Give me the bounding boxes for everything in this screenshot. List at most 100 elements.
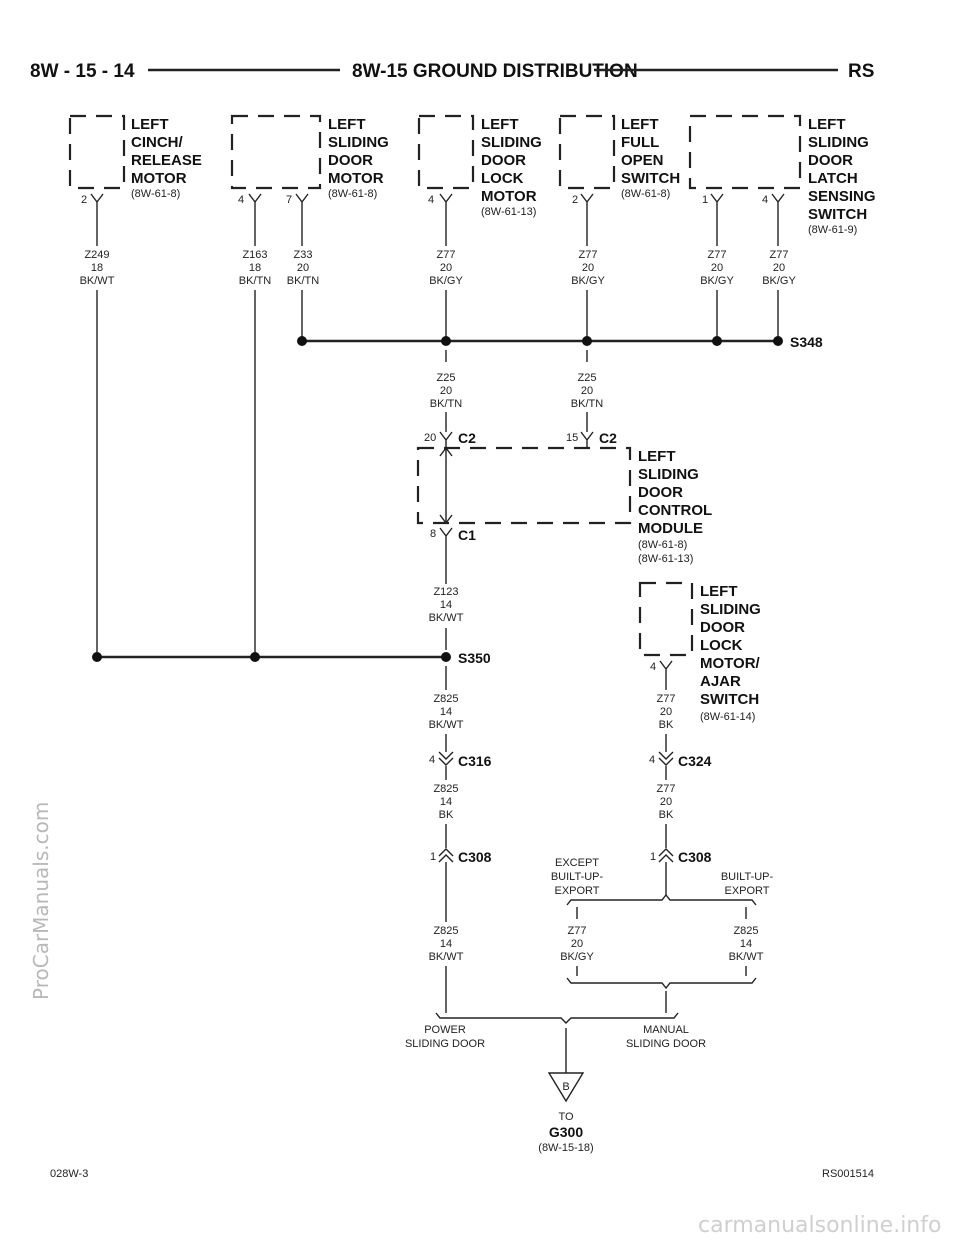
option-label: BUILT-UP- [551,871,604,883]
component-full-open-switch: LEFT FULL OPEN SWITCH (8W-61-8) 2 [558,114,680,212]
pin-number: 4 [762,194,768,206]
pin-number: 20 [424,432,436,444]
component-label-line: AJAR [700,673,741,690]
connector-label: C324 [678,753,712,769]
option-label: SLIDING DOOR [405,1038,485,1050]
connector-label: C308 [678,849,712,865]
pin-number: 1 [650,851,656,863]
wire-color: BK/WT [80,275,115,287]
pin-terminal-symbol [580,193,594,212]
wire-circuit: Z25 [437,372,456,384]
splice-label: S348 [790,334,823,350]
wire-gauge: 14 [440,706,452,718]
wire-circuit: Z163 [242,249,267,261]
component-label-line: RELEASE [131,152,202,169]
pin-terminal-symbol [439,527,453,546]
component-label-line: LEFT [700,583,738,600]
component-label-line: SLIDING [481,134,542,151]
inline-connector-symbol [658,848,674,863]
wire-color: BK/GY [700,275,734,287]
wire-color: BK/TN [287,275,319,287]
wire-circuit: Z825 [733,925,758,937]
pin-terminal-symbol [580,431,594,448]
splice-node [250,652,260,662]
pin-terminal-symbol [90,193,104,212]
pin-number: 4 [238,194,244,206]
option-bracket [566,893,757,906]
component-reference: (8W-61-14) [700,711,755,723]
wire-circuit: Z77 [657,783,676,795]
component-label-line: DOOR [328,152,373,169]
wire-circuit: Z123 [433,586,458,598]
component-reference: (8W-61-8) [638,539,687,551]
pin-number: 8 [430,528,436,540]
component-reference: (8W-61-8) [131,188,180,200]
pin-terminal-symbol [659,660,673,680]
wire-circuit: Z825 [433,783,458,795]
wire-z77-latch-4: Z77 20 BK/GY [762,249,796,287]
ground-triangle-icon [547,1072,585,1103]
ground-letter: B [562,1081,569,1093]
wire-gauge: 20 [582,262,594,274]
component-label-line: SWITCH [621,170,680,187]
wire-color: BK/GY [429,275,463,287]
component-sliding-door-lock-motor: LEFT SLIDING DOOR LOCK MOTOR (8W-61-13) … [417,114,542,218]
header-title: 8W-15 GROUND DISTRIBUTION [352,61,638,82]
connector-c308-right: 1 C308 [650,848,712,896]
wire-color: BK/WT [729,951,764,963]
wire-color: BK/GY [762,275,796,287]
component-label-line: MODULE [638,520,703,537]
ground-to: TO [558,1111,574,1123]
component-label-line: CONTROL [638,502,712,519]
component-label-line: DOOR [638,484,683,501]
wire-gauge: 20 [440,385,452,397]
pin-number: 4 [650,661,656,673]
wire-z825-b: Z825 14 BK [433,766,459,848]
component-label-line: LATCH [808,170,858,187]
pin-number: 1 [702,194,708,206]
wire-circuit: Z77 [437,249,456,261]
wire-gauge: 14 [440,796,452,808]
splice-s350: S350 [92,650,491,666]
option-label: MANUAL [643,1024,689,1036]
wire-gauge: 20 [581,385,593,397]
component-label-line: LEFT [638,448,676,465]
component-label-line: CINCH/ [131,134,183,151]
wire-gauge: 14 [440,938,452,950]
wire-z77-c324: Z77 20 BK [657,766,676,848]
wire-color: BK/WT [429,612,464,624]
wire-z77-lock-motor: Z77 20 BK/GY [429,249,463,287]
pin-terminal-symbol [295,193,309,212]
component-box [638,581,694,657]
component-label-line: MOTOR [481,188,537,205]
option-label: EXCEPT [555,857,599,869]
component-reference: (8W-61-13) [638,553,693,565]
option-label: SLIDING DOOR [626,1038,706,1050]
wire-color: BK/GY [571,275,605,287]
connector-label: C308 [458,849,492,865]
component-label-line: SLIDING [700,601,761,618]
component-label-line: DOOR [700,619,745,636]
wire-gauge: 20 [660,796,672,808]
component-label-line: SWITCH [808,206,867,223]
component-label-line: DOOR [481,152,526,169]
ground-reference: (8W-15-18) [538,1142,593,1154]
component-label-line: LEFT [621,116,659,133]
wire-circuit: Z77 [579,249,598,261]
component-label-line: DOOR [808,152,853,169]
component-reference: (8W-61-13) [481,206,536,218]
component-label-line: SWITCH [700,691,759,708]
connector-c316: 4 C316 [429,751,492,769]
page-header: 8W - 15 - 14 8W-15 GROUND DISTRIBUTION R… [30,61,874,82]
component-cinch-release-motor: LEFT CINCH/ RELEASE MOTOR (8W-61-8) 2 [68,114,202,212]
component-box [417,114,475,190]
option-label: BUILT-UP- [721,871,774,883]
component-latch-sensing-switch: LEFT SLIDING DOOR LATCH SENSING SWITCH (… [688,114,876,236]
component-label-line: LEFT [481,116,519,133]
wire-gauge: 20 [571,938,583,950]
component-label-line: FULL [621,134,659,151]
wire-z825-builtup: Z825 14 BK/WT [729,925,764,976]
wire-circuit: Z77 [770,249,789,261]
wire-gauge: 20 [440,262,452,274]
